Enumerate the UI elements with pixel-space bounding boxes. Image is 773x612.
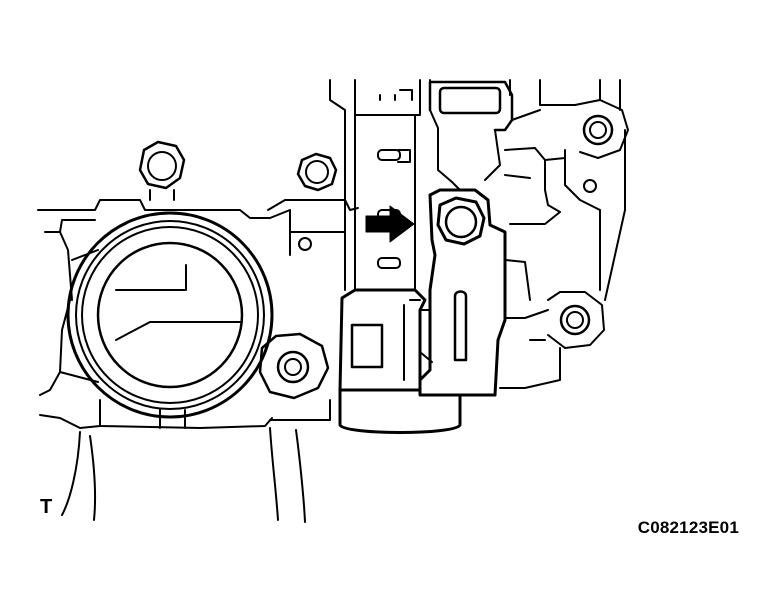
valve-body-plate bbox=[329, 79, 621, 291]
bolt-left-icon bbox=[138, 140, 186, 201]
lower-hoses bbox=[61, 427, 306, 523]
lower-boss bbox=[258, 332, 330, 400]
right-side-wall bbox=[504, 129, 626, 301]
upper-connector bbox=[428, 80, 546, 191]
sensor-body bbox=[418, 188, 507, 397]
sensor-bolt-icon bbox=[436, 196, 486, 246]
large-port-ring bbox=[59, 211, 274, 419]
right-mount-bottom bbox=[499, 209, 605, 389]
connector-plug bbox=[338, 288, 462, 434]
direction-arrow-icon bbox=[365, 205, 415, 243]
bolt-middle-icon bbox=[296, 152, 338, 192]
right-mount-top bbox=[509, 99, 629, 225]
corner-mark-label: T bbox=[40, 496, 53, 518]
figure-code-label: C082123E01 bbox=[637, 518, 739, 537]
